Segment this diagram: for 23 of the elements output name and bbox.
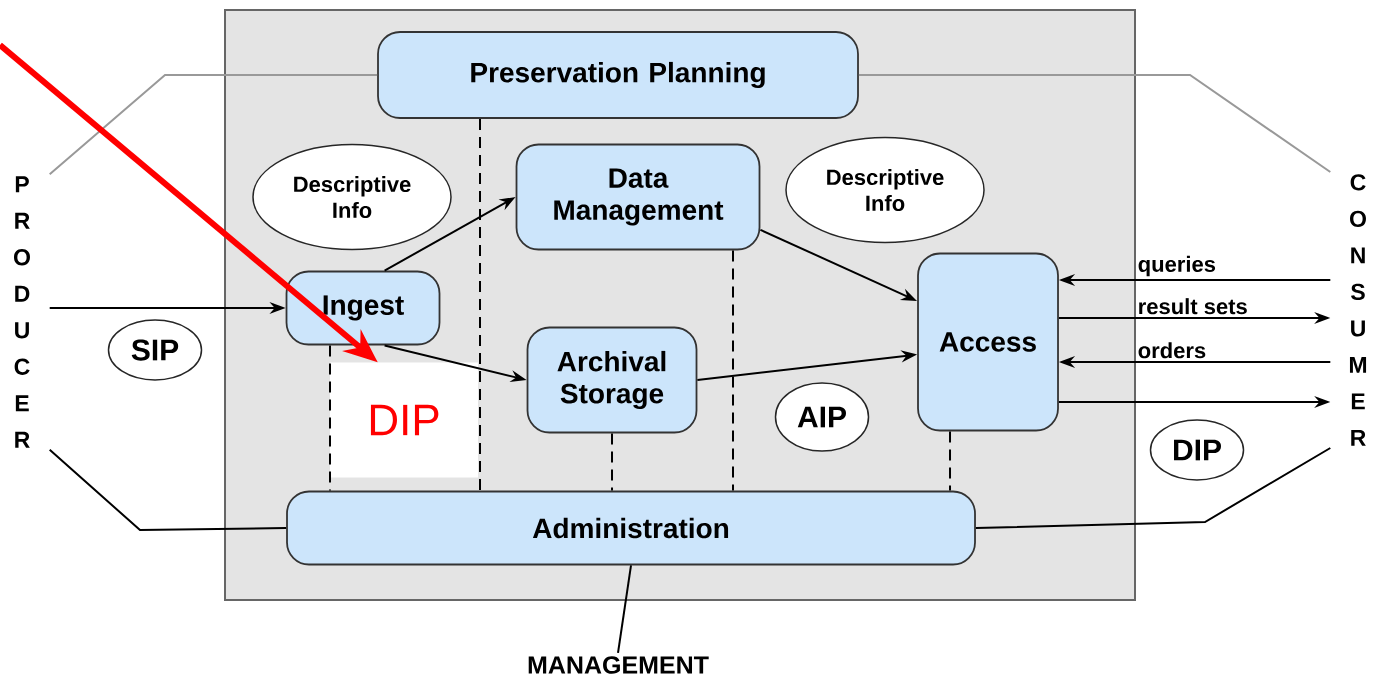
process-box: Preservation Planning	[377, 31, 859, 119]
dashed-line	[479, 117, 481, 492]
dashed-line	[949, 430, 951, 492]
connector-line	[857, 74, 1332, 173]
external-label: MANAGEMENT	[528, 656, 709, 674]
connector-line	[617, 564, 632, 654]
process-box: Administration	[286, 490, 976, 566]
dashed-line	[329, 344, 331, 492]
dashed-line	[732, 249, 734, 492]
annotation-box: DIP	[330, 362, 478, 478]
edge-label: orders	[1136, 340, 1208, 360]
vertical-label: PRODUCER	[14, 176, 30, 448]
process-box: Data Management	[515, 143, 761, 251]
vertical-label: CONSUMER	[1349, 174, 1367, 446]
process-box: Archival Storage	[526, 326, 698, 434]
connector-line	[48, 448, 288, 531]
process-box: Ingest	[285, 270, 441, 346]
dashed-line	[611, 432, 613, 492]
edge-label: result sets	[1136, 296, 1250, 316]
edge-label: queries	[1136, 254, 1218, 278]
connector-line	[974, 447, 1332, 529]
connector-line	[48, 74, 379, 176]
process-box: Access	[917, 252, 1059, 432]
